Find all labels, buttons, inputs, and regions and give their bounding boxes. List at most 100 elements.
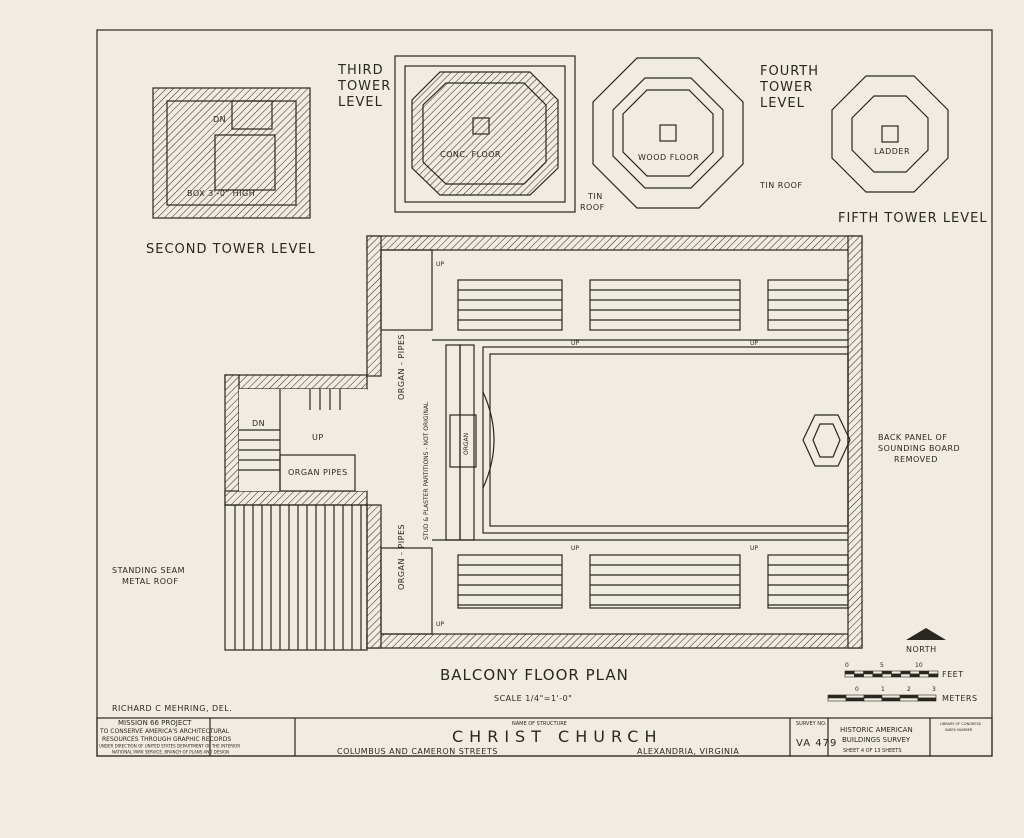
scale-segment <box>891 673 902 678</box>
pew-block <box>767 554 849 609</box>
project-label: UNDER DIRECTION OF UNITED STATES DEPARTM… <box>99 744 240 749</box>
scale-segment <box>909 670 920 675</box>
pew-block <box>457 554 563 609</box>
scale-segment <box>881 670 892 675</box>
scale-segment <box>863 694 883 699</box>
fifth-tower-title: FIFTH TOWER LEVEL <box>838 211 988 226</box>
third-tower-title: THIRD <box>337 63 384 78</box>
title-block: MISSION 66 PROJECT TO CONSERVE AMERICA'S… <box>96 717 993 757</box>
fourth-tower-title: LEVEL <box>760 96 805 111</box>
scale-segment <box>917 694 937 699</box>
fourth-tower-plan: WOOD FLOOR FOURTH TOWER LEVEL TIN ROOF <box>592 57 819 209</box>
scale-segment <box>844 673 855 678</box>
project-label: RESOURCES THROUGH GRAPHIC RECORDS <box>102 736 231 743</box>
structure-street: COLUMBUS AND CAMERON STREETS <box>337 747 498 756</box>
ladder-label: LADDER <box>874 147 910 156</box>
scale-segment <box>928 673 939 678</box>
scale-segment <box>845 697 865 702</box>
scale-segment <box>853 670 864 675</box>
scale-segment <box>919 670 930 675</box>
third-tower-title: LEVEL <box>338 95 383 110</box>
roof-label: ROOF <box>580 203 605 212</box>
feet-scale-bar <box>844 670 939 678</box>
up-label: UP <box>571 340 579 347</box>
scale-segment <box>844 670 855 675</box>
scale-segment <box>827 697 847 702</box>
meters-label: METERS <box>942 694 978 703</box>
organ-pipes-label: ORGAN - PIPES <box>397 524 406 590</box>
project-label: TO CONSERVE AMERICA'S ARCHITECTURAL <box>99 728 230 735</box>
up-label: UP <box>436 621 444 628</box>
floor-label: WOOD FLOOR <box>638 153 699 162</box>
tick: 3 <box>932 686 936 693</box>
project-label: MISSION 66 PROJECT <box>118 719 192 727</box>
scale-segment <box>827 694 847 699</box>
scale-segment <box>845 694 865 699</box>
plan-title: BALCONY FLOOR PLAN <box>440 666 629 684</box>
name-of-structure-label: NAME OF STRUCTURE <box>512 721 567 727</box>
scale-segment <box>899 694 919 699</box>
scale-segment <box>919 673 930 678</box>
scale-segment <box>928 670 939 675</box>
north-label: NORTH <box>906 645 937 654</box>
scale-segment <box>891 670 902 675</box>
habs-label: HISTORIC AMERICAN <box>840 726 913 734</box>
second-tower-plan: DN BOX 3'-0" HIGH SECOND TOWER LEVEL <box>146 87 315 257</box>
sounding-board-label: BACK PANEL OF <box>878 433 947 442</box>
partition-label: STUD & PLASTER PARTITIONS - NOT ORIGINAL <box>423 401 430 540</box>
organ-pipes-label: ORGAN - PIPES <box>397 334 406 400</box>
scale-segment <box>853 673 864 678</box>
organ-label: ORGAN <box>463 433 470 455</box>
floor-label: CONC. FLOOR <box>440 150 501 159</box>
tick: 0 <box>845 662 849 669</box>
scale-segment <box>899 697 919 702</box>
up-label: UP <box>750 545 758 552</box>
tick: 10 <box>915 662 923 669</box>
fifth-tower-plan: LADDER FIFTH TOWER LEVEL <box>831 75 988 226</box>
scale-segment <box>900 673 911 678</box>
delineator-credit: RICHARD C MEHRING, DEL. <box>112 704 232 713</box>
scale-label: SCALE 1/4"=1'-0" <box>494 694 572 703</box>
scale-segment <box>863 697 883 702</box>
roof-label: METAL ROOF <box>122 577 178 586</box>
tick: 2 <box>907 686 911 693</box>
up-label: UP <box>312 433 324 442</box>
pew-block <box>457 279 563 331</box>
project-label: NATIONAL PARK SERVICE, BRANCH OF PLANS A… <box>112 750 229 755</box>
roof-label: TIN ROOF <box>759 181 803 190</box>
sounding-board-label: REMOVED <box>894 455 938 464</box>
pew-block <box>589 279 741 331</box>
north-arrow-icon <box>906 628 946 640</box>
organ-pipes-label: ORGAN PIPES <box>288 468 348 477</box>
scale-segment <box>863 673 874 678</box>
balcony-floor-plan: ORGAN PIPES DN UP ORGAN - PIPES ORGAN - … <box>112 235 960 651</box>
box-note: BOX 3'-0" HIGH <box>187 189 255 198</box>
scale-segment <box>881 697 901 702</box>
tick: 0 <box>855 686 859 693</box>
scale-segment <box>872 673 883 678</box>
third-tower-plan: THIRD TOWER LEVEL CONC. FLOOR TIN ROOF <box>337 55 605 213</box>
survey-number: VA 479 <box>796 738 837 749</box>
scale-segment <box>909 673 920 678</box>
dn-label: DN <box>213 115 226 124</box>
library-label: LIBRARY OF CONGRESS <box>940 722 982 726</box>
fourth-tower-title: TOWER <box>759 80 813 95</box>
structure-city: ALEXANDRIA, VIRGINIA <box>637 747 739 756</box>
dn-label: DN <box>252 419 265 428</box>
sounding-board-label: SOUNDING BOARD <box>878 444 960 453</box>
scale-segment <box>872 670 883 675</box>
scale-segment <box>917 697 937 702</box>
pew-block <box>589 554 741 609</box>
fourth-tower-title: FOURTH <box>760 64 819 79</box>
third-tower-title: TOWER <box>337 79 391 94</box>
scale-segment <box>881 673 892 678</box>
meters-scale-bar <box>827 694 937 702</box>
tick: 1 <box>881 686 885 693</box>
habs-label: BUILDINGS SURVEY <box>842 736 911 744</box>
pew-block <box>767 279 849 331</box>
survey-number-label: SURVEY NO. <box>796 721 827 727</box>
sheet-number: SHEET 4 OF 13 SHEETS <box>843 748 902 754</box>
roof-label: TIN <box>587 192 603 201</box>
roof-label: STANDING SEAM <box>112 566 185 575</box>
